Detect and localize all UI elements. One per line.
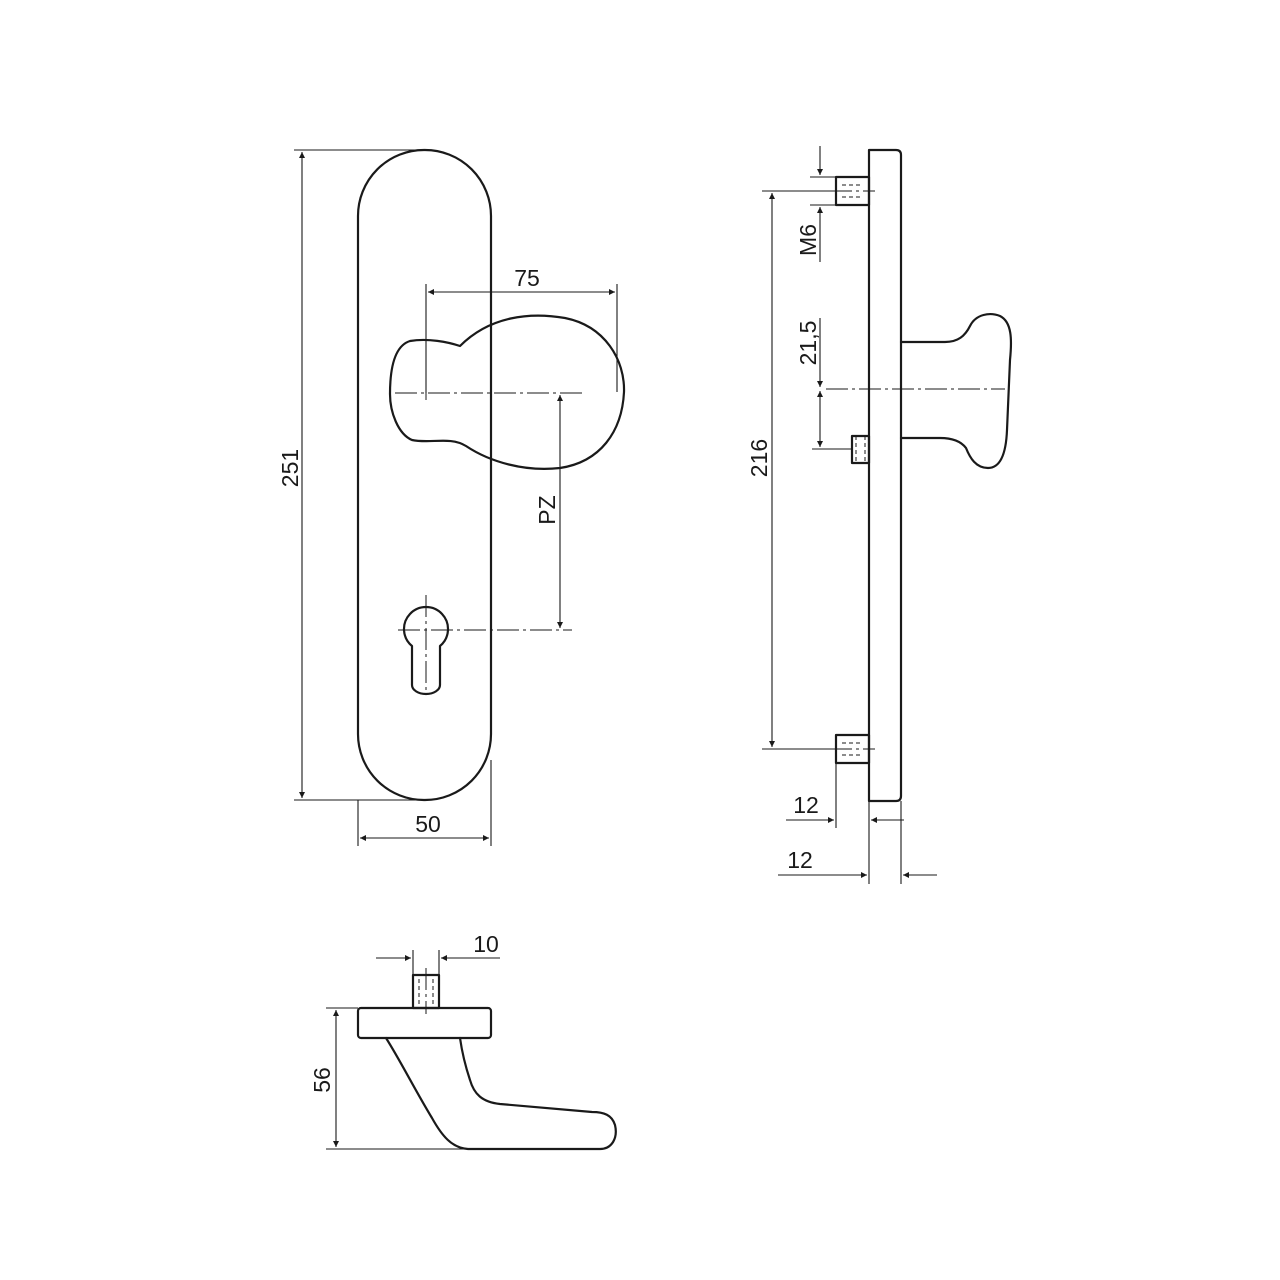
middle-pin-outline bbox=[850, 434, 871, 465]
back-plate-outline bbox=[356, 148, 493, 802]
dim-knob-offset: 21,5 bbox=[795, 321, 821, 366]
dim-handle-depth: 56 bbox=[309, 1067, 335, 1093]
front-view: 251 50 75 PZ bbox=[277, 148, 626, 846]
dim-plate-width: 50 bbox=[415, 811, 441, 837]
side-plate-outline bbox=[867, 148, 903, 803]
dim-stud-length: 12 bbox=[793, 792, 819, 818]
dim-knob-projection: 75 bbox=[514, 265, 540, 291]
dim-backset: PZ bbox=[534, 495, 560, 524]
handle-outline bbox=[384, 1036, 617, 1151]
dim-screw-thread: M6 bbox=[795, 224, 821, 256]
knob-outline bbox=[388, 314, 626, 470]
bottom-plate-outline bbox=[356, 1006, 493, 1040]
cylinder-hole-outline bbox=[402, 605, 450, 696]
dim-plate-height: 251 bbox=[277, 449, 303, 487]
dim-plate-thickness: 12 bbox=[787, 847, 813, 873]
side-knob-outline bbox=[899, 313, 1013, 470]
side-view: 216 M6 21,5 12 12 bbox=[746, 146, 1013, 884]
bottom-view: 10 56 bbox=[309, 931, 617, 1151]
dim-screw-centers: 216 bbox=[746, 439, 772, 477]
dim-stud-width: 10 bbox=[473, 931, 499, 957]
